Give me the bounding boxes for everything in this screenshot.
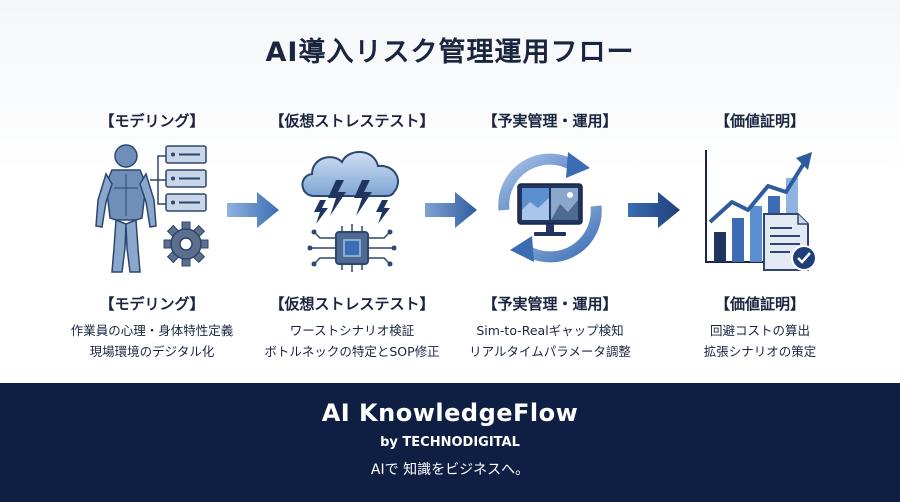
step-desc-line: リアルタイムパラメータ調整 [469, 344, 631, 359]
step-label: 【仮想ストレステスト】 [269, 295, 435, 313]
step-label: 【価値証明】 [714, 295, 805, 313]
growth-chart-document-icon [705, 150, 817, 271]
step-description: 作業員の心理・身体特性定義 現場環境のデジタル化 [42, 320, 262, 362]
step-operation: 【予実管理・運用】 【予実管理・運用】 Sim-to-Realギャッ [450, 0, 650, 383]
arrow-right-icon [425, 192, 477, 228]
storm-cloud-chip-icon [301, 151, 399, 272]
step-desc-line: Sim-to-Realギャップ検知 [476, 323, 624, 338]
step-description: 回避コストの算出 拡張シナリオの策定 [650, 320, 870, 362]
step-description: Sim-to-Realギャップ検知 リアルタイムパラメータ調整 [440, 320, 660, 362]
step-modeling: 【モデリング】 [52, 0, 252, 383]
step-top-label: 【価値証明】 [714, 112, 805, 130]
arrow-right-icon [227, 192, 279, 228]
brand-name: AI KnowledgeFlow [321, 399, 579, 427]
step-label: 【モデリング】 [99, 295, 205, 313]
arrow-right-icon [628, 192, 680, 228]
step-desc-line: 現場環境のデジタル化 [89, 344, 215, 359]
step-desc-line: ボトルネックの特定とSOP修正 [264, 344, 440, 359]
step-description: ワーストシナリオ検証 ボトルネックの特定とSOP修正 [242, 320, 462, 362]
step-desc-line: ワーストシナリオ検証 [289, 323, 415, 338]
step-label: 【予実管理・運用】 [482, 295, 618, 313]
step-desc-line: 回避コストの算出 [709, 323, 810, 338]
footer-banner: AI KnowledgeFlow by TECHNODIGITAL AIで 知識… [0, 383, 900, 502]
step-top-label: 【仮想ストレステスト】 [269, 112, 435, 130]
flow-steps: 【モデリング】 [52, 0, 860, 383]
brand-tagline: AIで 知識をビジネスへ。 [370, 462, 530, 478]
step-desc-line: 作業員の心理・身体特性定義 [70, 323, 234, 338]
brand-company: by TECHNODIGITAL [380, 435, 520, 450]
step-stress-test: 【仮想ストレステスト】 [252, 0, 452, 383]
humanoid-data-gear-icon [95, 144, 209, 273]
step-top-label: 【モデリング】 [99, 112, 205, 130]
page-title: AI導入リスク管理運用フロー [265, 37, 635, 68]
step-desc-line: 拡張シナリオの策定 [703, 344, 817, 359]
step-top-label: 【予実管理・運用】 [482, 112, 618, 130]
cycle-monitor-icon [498, 152, 602, 263]
step-value-proof: 【価値証明】 【価値証明】 [660, 0, 860, 383]
